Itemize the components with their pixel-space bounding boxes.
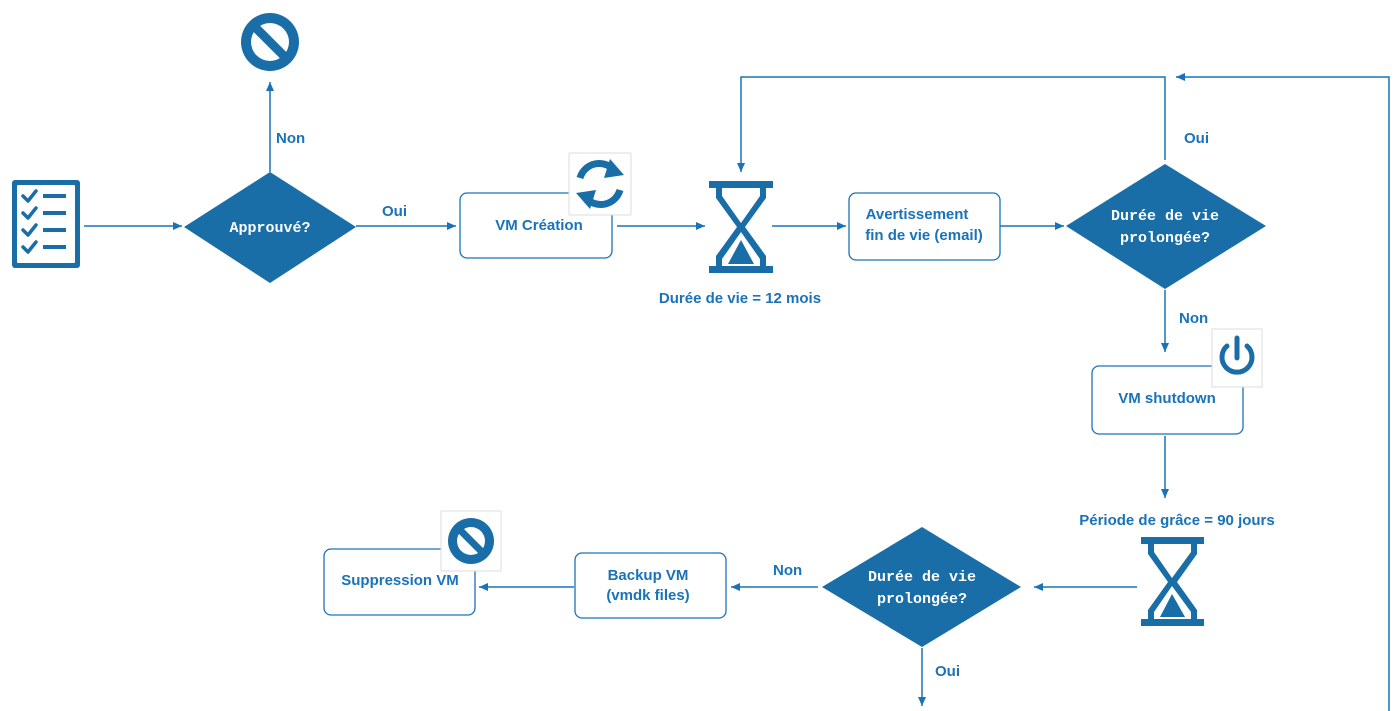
deletion-label: Suppression VM [341,572,459,589]
end-of-life-warning-box: Avertissement fin de vie (email) [848,192,1001,261]
refresh-icon [568,152,632,216]
warning-label-line1: Avertissement [866,206,969,223]
grace-period-note: Période de grâce = 90 jours [1079,512,1275,529]
extended-decision-1: Durée de vie prolongée? [1066,164,1266,289]
extended-1-label-line2: prolongée? [1120,230,1210,247]
extended-1-label-line1: Durée de vie [1111,208,1219,225]
extended-decision-2: Durée de vie prolongée? [822,527,1021,647]
checklist-icon [12,180,80,268]
backup-label-line2: (vmdk files) [606,587,689,604]
vm-deletion-box: Suppression VM [323,548,476,616]
backup-vm-box: Backup VM (vmdk files) [574,552,727,619]
extended-1-no-label: Non [1179,310,1208,327]
warning-label-line2: fin de vie (email) [865,227,983,244]
extended-2-no-label: Non [773,562,802,579]
vm-shutdown-label: VM shutdown [1118,390,1216,407]
approved-yes-label: Oui [382,203,407,220]
backup-label-line1: Backup VM [608,567,689,584]
extended-2-label-line2: prolongée? [877,591,967,608]
power-icon [1211,328,1263,388]
approved-label: Approuvé? [229,220,310,237]
hourglass-icon [1141,537,1204,626]
vm-creation-label: VM Création [495,217,583,234]
lifetime-note: Durée de vie = 12 mois [659,290,821,307]
edge-extended-yes-loop [737,76,1166,172]
edges [84,73,1390,711]
vm-shutdown-box: VM shutdown [1091,365,1244,435]
hourglass-icon [709,181,773,273]
approved-no-label: Non [276,130,305,147]
no-entry-icon [241,13,299,71]
extended-2-yes-label: Oui [935,663,960,680]
no-entry-icon [440,510,502,572]
approved-decision: Approuvé? [184,172,356,283]
extended-2-label-line1: Durée de vie [868,569,976,586]
edge-return-loop [1176,73,1390,711]
extended-1-yes-label: Oui [1184,130,1209,147]
